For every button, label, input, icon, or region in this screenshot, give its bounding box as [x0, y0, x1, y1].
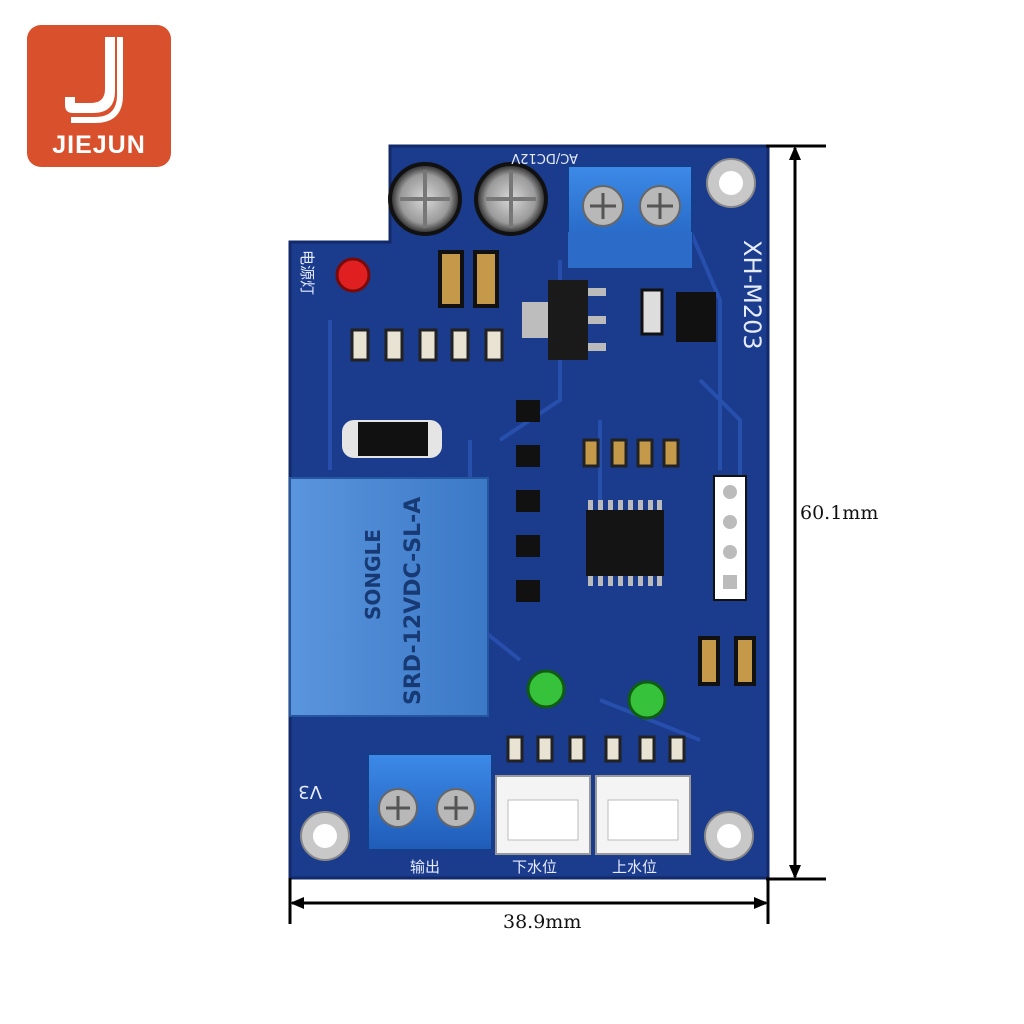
smd-caps-c6-c9	[582, 438, 680, 468]
electrolytic-capacitors	[388, 162, 548, 236]
power-led	[335, 257, 371, 293]
model-silkscreen: XH-M203	[738, 240, 766, 350]
jiejun-logo: JIEJUN	[27, 25, 171, 167]
version-silkscreen: V3	[298, 781, 322, 802]
high-level-silkscreen: 上水位	[612, 858, 657, 876]
power-terminal-block	[567, 165, 693, 269]
resistor-row	[350, 328, 504, 362]
resistor-row-bottom	[506, 735, 686, 763]
resistor-r1	[640, 288, 664, 336]
smd-capacitors-top	[438, 250, 499, 308]
diode-d1	[342, 420, 442, 458]
green-leds	[526, 669, 667, 720]
relay-model-text: SRD-12VDC-SL-A	[401, 497, 426, 705]
transistor-column	[516, 400, 540, 602]
width-tick-left	[288, 878, 292, 924]
bridge-bd1	[676, 292, 716, 342]
low-level-silkscreen: 下水位	[512, 858, 557, 876]
relay-brand-text: SONGLE	[361, 529, 385, 620]
power-led-silkscreen: 电源灯	[298, 250, 316, 295]
logo-text: JIEJUN	[52, 131, 146, 159]
output-silkscreen: 输出	[410, 858, 440, 876]
j-mark-icon	[65, 37, 123, 123]
smd-caps-c11-c12	[698, 636, 756, 686]
height-label: 60.1mm	[800, 502, 879, 524]
height-dimension-line	[789, 146, 801, 879]
pin-header	[713, 475, 747, 601]
mounting-holes	[300, 158, 756, 861]
height-tick-bottom	[766, 877, 826, 881]
height-tick-top	[766, 144, 826, 148]
regulator-u1	[522, 280, 606, 360]
width-label: 38.9mm	[503, 911, 582, 933]
relay: SRD-12VDC-SL-A SONGLE	[289, 477, 489, 717]
power-silkscreen: AC/DC12V	[511, 150, 578, 165]
output-terminal-block	[367, 753, 493, 851]
level-connectors	[495, 775, 691, 855]
width-dimension-line	[290, 897, 768, 909]
mcu-u2	[586, 500, 664, 586]
width-tick-right	[766, 878, 770, 924]
